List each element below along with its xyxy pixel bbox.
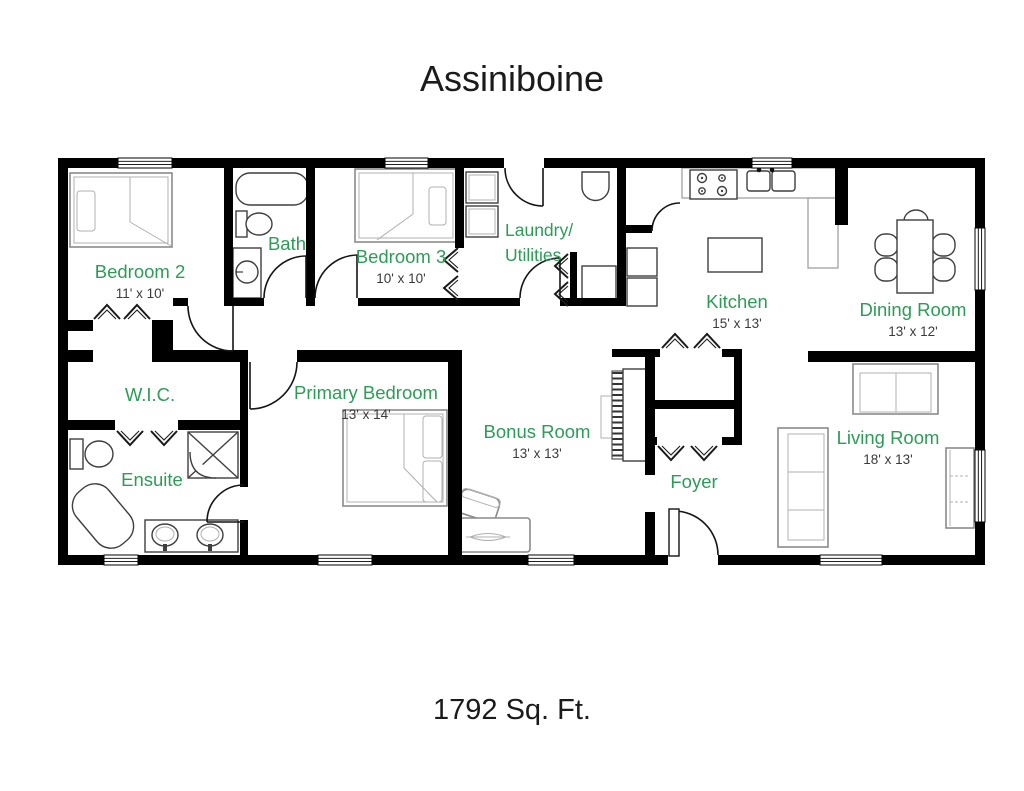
room-name: Bedroom 3 <box>355 246 447 267</box>
window-icon <box>384 157 429 169</box>
furniture-layer <box>69 167 975 553</box>
room-dims: 13' x 12' <box>888 323 938 339</box>
kitchen-sink-icon <box>746 167 796 192</box>
freestanding-tub-icon <box>71 483 135 549</box>
desk-icon <box>455 517 531 553</box>
bed-icon <box>354 168 458 243</box>
room-label-dining: Dining Room 13' x 12' <box>859 299 967 339</box>
room-name: Primary Bedroom <box>294 382 438 403</box>
furnace-icon <box>581 265 617 303</box>
room-name-line1: Laundry/ <box>505 220 574 240</box>
area-label: 1792 Sq. Ft. <box>433 694 591 726</box>
bifold-door-icon <box>116 430 178 447</box>
island-icon <box>707 237 763 273</box>
room-name: Dining Room <box>859 299 967 320</box>
windows-layer <box>103 157 986 566</box>
sofa-icon <box>777 427 829 548</box>
window-icon <box>974 227 986 291</box>
room-label-kitchen: Kitchen 15' x 13' <box>706 291 768 331</box>
room-label-living: Living Room 18' x 13' <box>836 427 940 467</box>
window-icon <box>751 157 793 169</box>
room-name: Kitchen <box>706 291 768 312</box>
door-swing-icon <box>668 508 719 557</box>
room-label-wic: W.I.C. <box>124 384 176 406</box>
bifold-door-icon <box>93 303 151 320</box>
room-name: Foyer <box>670 471 718 492</box>
room-name: Bonus Room <box>483 421 591 442</box>
room-dims: 10' x 10' <box>376 270 426 286</box>
door-swing-icon <box>504 167 544 207</box>
bed-icon <box>342 409 448 507</box>
room-name: Bedroom 2 <box>94 261 186 282</box>
stove-icon <box>689 169 738 200</box>
dining-chair-icon <box>874 209 956 282</box>
room-label-bonus: Bonus Room 13' x 13' <box>483 421 591 461</box>
bifold-door-icon <box>661 332 721 349</box>
room-name: Living Room <box>836 427 940 448</box>
room-name: W.I.C. <box>124 384 176 405</box>
room-dims: 11' x 10' <box>115 285 165 301</box>
room-dims: 18' x 13' <box>863 451 913 467</box>
bed-icon <box>69 172 173 248</box>
toilet-icon <box>235 210 273 238</box>
bifold-layer <box>93 247 721 462</box>
room-dims: 13' x 13' <box>512 445 562 461</box>
loveseat-icon <box>852 363 939 415</box>
door-swing-icon <box>187 305 234 352</box>
door-swing-icon <box>206 484 245 523</box>
room-name-line2: Utilities <box>505 245 562 266</box>
media-console-icon <box>945 447 975 529</box>
dining-table-icon <box>896 219 934 294</box>
room-label-ensuite: Ensuite <box>121 469 183 491</box>
plan-title: Assiniboine <box>419 58 605 99</box>
window-icon <box>103 554 139 566</box>
sink-icon <box>232 247 262 299</box>
water-heater-icon <box>581 171 610 202</box>
toilet-icon <box>69 438 114 470</box>
room-name: Ensuite <box>121 469 183 490</box>
bifold-door-icon <box>553 253 569 307</box>
room-name: Bath <box>267 233 307 254</box>
door-swing-icon <box>651 202 681 232</box>
bifold-door-icon <box>657 445 718 462</box>
room-label-bedroom2: Bedroom 2 11' x 10' <box>94 261 186 301</box>
room-dims: 15' x 13' <box>712 315 762 331</box>
refrigerator-icon <box>626 247 658 307</box>
room-label-foyer: Foyer <box>670 471 718 493</box>
door-swing-icon <box>263 255 307 299</box>
door-swing-icon <box>314 254 359 299</box>
shower-icon <box>187 431 239 479</box>
room-label-primary: Primary Bedroom 13' x 14' <box>294 382 438 422</box>
doors-layer <box>187 167 719 557</box>
dryer-icon <box>465 205 499 238</box>
room-dims: 13' x 14' <box>341 406 391 422</box>
vanity-sinks-icon <box>144 519 239 553</box>
bathtub-icon <box>235 172 309 206</box>
piano-icon <box>600 368 649 462</box>
window-icon <box>819 554 883 566</box>
room-label-laundry: Laundry/ Utilities <box>505 218 573 269</box>
door-swing-icon <box>249 361 298 410</box>
window-icon <box>527 554 575 566</box>
bifold-door-icon <box>442 247 459 301</box>
room-label-bedroom3: Bedroom 3 10' x 10' <box>355 246 447 286</box>
window-icon <box>117 157 173 169</box>
washer-icon <box>465 171 499 204</box>
window-icon <box>974 449 986 523</box>
room-label-bath: Bath <box>267 233 307 255</box>
window-icon <box>317 554 373 566</box>
